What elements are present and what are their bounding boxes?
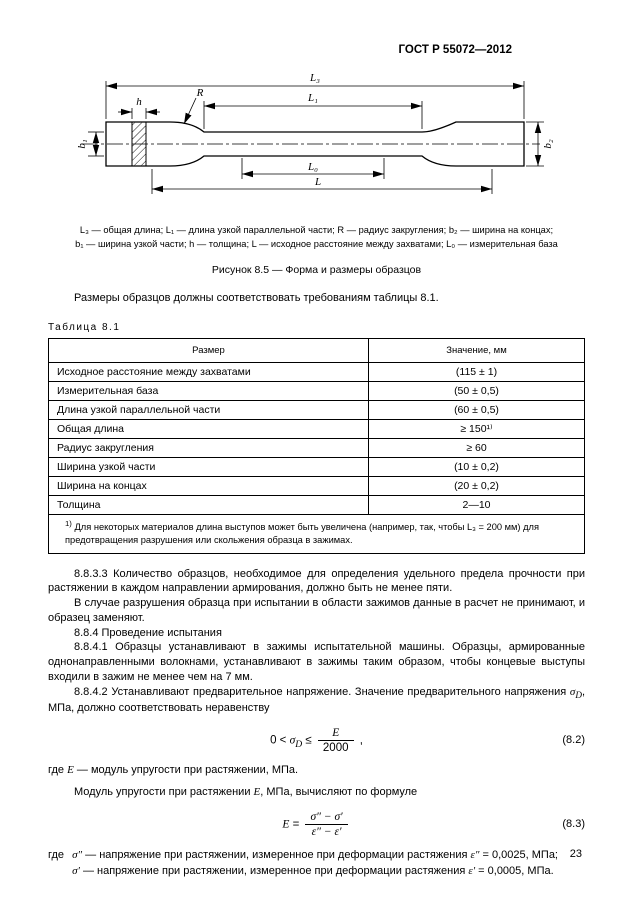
col-header-size: Размер <box>48 337 369 363</box>
table-row: Радиус закругления ≥ 60 <box>48 437 585 458</box>
figure-8-5: L₃ L₁ h R b₁ b₂ <box>48 66 585 276</box>
where-8-2: где E — модуль упругости при растяжении,… <box>48 763 299 776</box>
where-8-3: где σ″ — напряжение при растяжении, изме… <box>48 847 585 880</box>
cell-size: Толщина <box>48 494 369 515</box>
specimen-drawing: L₃ L₁ h R b₁ b₂ <box>76 72 554 194</box>
figure-title: Рисунок 8.5 — Форма и размеры образцов <box>211 263 422 276</box>
where-line-sigma1: σ′ — напряжение при растяжении, измеренн… <box>72 865 554 877</box>
cell-size: Ширина узкой части <box>48 456 369 477</box>
figure-caption-line1: L₃ — общая длина; L₁ — длина узкой парал… <box>79 225 554 235</box>
dim-label-R: R <box>195 87 203 99</box>
cell-value: ≥ 150¹⁾ <box>368 418 585 439</box>
table-footnote-row: 1) Для некоторых материалов длина выступ… <box>48 513 585 554</box>
dim-label-h: h <box>136 96 142 108</box>
paragraph-8-8-4-1: 8.8.4.1 Образцы устанавливают в зажимы и… <box>48 641 585 683</box>
cell-size: Исходное расстояние между захватами <box>48 361 369 382</box>
doc-number: ГОСТ Р 55072—2012 <box>398 44 512 56</box>
body-paragraphs: 8.8.3.3 Количество образцов, необходимое… <box>48 567 585 716</box>
table-row: Исходное расстояние между захватами (115… <box>48 361 585 382</box>
dim-label-L0: L₀ <box>307 161 318 173</box>
modulus-sentence: Модуль упругости при растяжении E, МПа, … <box>74 785 418 798</box>
specimen-outline <box>104 121 525 167</box>
formula-number: (8.2) <box>562 734 585 747</box>
cell-value: (60 ± 0,5) <box>368 399 585 420</box>
cell-value: (115 ± 1) <box>368 361 585 382</box>
table-row: Ширина узкой части (10 ± 0,2) <box>48 456 585 477</box>
cell-value: (50 ± 0,5) <box>368 380 585 401</box>
cell-value: 2—10 <box>368 494 585 515</box>
figure-caption: L₃ — общая длина; L₁ — длина узкой парал… <box>48 224 585 252</box>
formula-8-3: E = σ″ − σ′ε″ − ε′ (8.3) <box>282 810 585 838</box>
cell-size: Ширина на концах <box>48 475 369 496</box>
table-row: Ширина на концах (20 ± 0,2) <box>48 475 585 496</box>
paragraph-8-8-4-2: 8.8.4.2 Устанавливают предварительное на… <box>48 685 585 715</box>
cell-size: Измерительная база <box>48 380 369 401</box>
dim-label-b1: b₁ <box>76 139 88 149</box>
table-row: Толщина 2—10 <box>48 494 585 515</box>
intro-paragraph: Размеры образцов должны соответствовать … <box>74 291 439 304</box>
paragraph-8-8-3-3: 8.8.3.3 Количество образцов, необходимое… <box>48 567 585 595</box>
table-8-1: Размер Значение, мм Исходное расстояние … <box>48 337 585 554</box>
col-header-value: Значение, мм <box>368 337 585 363</box>
table-row: Длина узкой параллельной части (60 ± 0,5… <box>48 399 585 420</box>
cell-value: (10 ± 0,2) <box>368 456 585 477</box>
table-footnote: 1) Для некоторых материалов длина выступ… <box>48 513 585 554</box>
dim-label-L1: L₁ <box>307 92 318 104</box>
cell-size: Длина узкой параллельной части <box>48 399 369 420</box>
footnote-marker: 1) <box>65 518 72 528</box>
sigma-d-var: σ <box>569 685 576 698</box>
paragraph-rejection: В случае разрушения образца при испытани… <box>48 597 585 624</box>
footnote-text: Для некоторых материалов длина выступов … <box>65 521 539 545</box>
table-row: Общая длина ≥ 150¹⁾ <box>48 418 585 439</box>
cell-value: (20 ± 0,2) <box>368 475 585 496</box>
heading-8-8-4: 8.8.4 Проведение испытания <box>74 626 222 639</box>
table-header-row: Размер Значение, мм <box>48 337 585 363</box>
cell-value: ≥ 60 <box>368 437 585 458</box>
where-8-3-lines: σ″ — напряжение при растяжении, измеренн… <box>72 847 558 880</box>
cell-size: Общая длина <box>48 418 369 439</box>
fraction: σ″ − σ′ε″ − ε′ <box>305 811 348 838</box>
dim-label-b2: b₂ <box>542 139 554 149</box>
figure-caption-line2: b₁ — ширина узкой части; h — толщина; L … <box>75 238 558 249</box>
where-line-sigma2: σ″ — напряжение при растяжении, измеренн… <box>72 848 558 861</box>
dim-label-L3: L₃ <box>309 72 320 84</box>
cell-size: Радиус закругления <box>48 437 369 458</box>
formula-number: (8.3) <box>562 818 585 830</box>
table-label: Таблица 8.1 <box>48 321 121 333</box>
table-row: Измерительная база (50 ± 0,5) <box>48 380 585 401</box>
page-number: 23 <box>569 848 582 860</box>
dim-label-L: L <box>313 176 320 188</box>
